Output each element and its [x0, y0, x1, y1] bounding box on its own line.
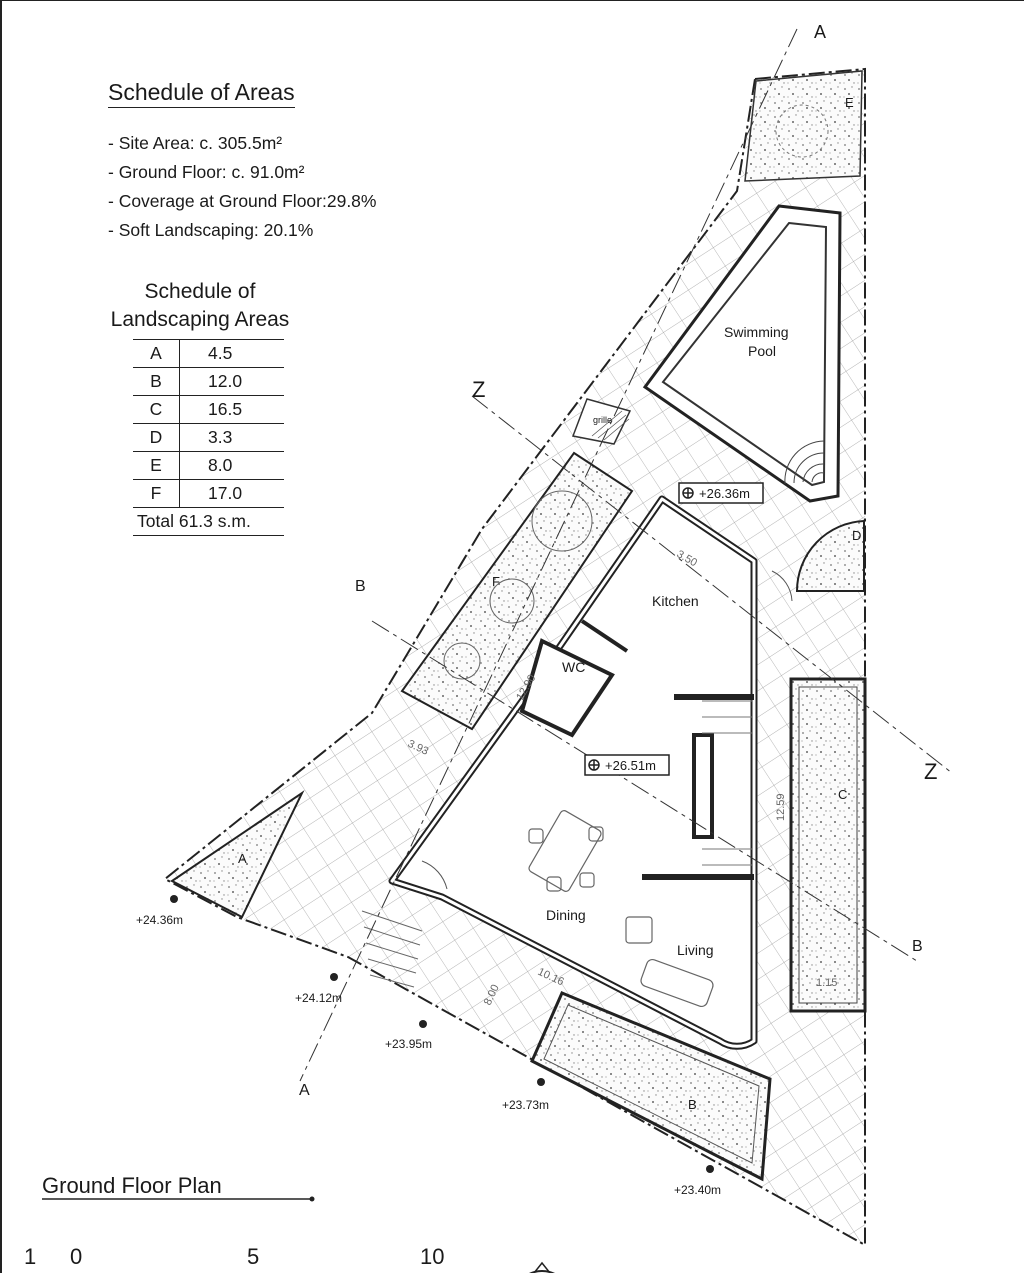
house-walls [299, 28, 953, 1082]
schedule-item: - Site Area: c. 305.5m² [108, 133, 283, 153]
section-label-a-bottom: A [299, 1082, 310, 1099]
garden-b [530, 991, 772, 1182]
level-marker-icon [330, 973, 338, 981]
landscaping-value: 12.0 [179, 367, 284, 396]
level-kitchen: +26.36m [699, 486, 750, 501]
level-l3: +23.95m [385, 1037, 432, 1051]
landscaping-value: 8.0 [179, 451, 284, 480]
grille [571, 398, 632, 445]
section-label-b-right: B [912, 938, 923, 955]
dining-table [528, 810, 604, 892]
level-marker-icon [682, 487, 694, 499]
grille-label: grille [593, 415, 612, 425]
garden-e [744, 70, 863, 182]
scale-number: 5 [247, 1244, 260, 1269]
schedule-item: - Soft Landscaping: 20.1% [108, 220, 314, 240]
landscaping-area: D [133, 423, 180, 452]
landscaping-area: A [133, 339, 180, 368]
room-label-living: Living [677, 942, 714, 958]
plan-caption: Ground Floor Plan [42, 1173, 222, 1198]
swimming-pool [642, 204, 842, 503]
schedule-of-areas-list: - Site Area: c. 305.5m² - Ground Floor: … [108, 129, 376, 245]
garden-d [795, 519, 865, 592]
landscaping-value: 17.0 [179, 479, 284, 508]
room-label-pool: Pool [748, 343, 776, 359]
dimension-text: 1.15 [816, 977, 837, 989]
level-marker-icon [170, 895, 178, 903]
section-label-b-left: B [355, 578, 366, 595]
level-marker-icon [537, 1078, 545, 1086]
total-label: Total [137, 511, 174, 531]
scale-number: 10 [420, 1244, 445, 1269]
landscaping-area: B [133, 367, 180, 396]
level-l1: +24.36m [136, 913, 183, 927]
garden-label-d: D [852, 528, 861, 543]
garden-f [400, 451, 634, 731]
table-row-total: Total 61.3 s.m. [133, 507, 284, 536]
dimension-text: 12.59 [775, 793, 787, 821]
sofa [625, 916, 714, 1008]
garden-label-e: E [845, 95, 854, 110]
landscaping-value: 3.3 [179, 423, 284, 452]
landscaping-value: 4.5 [179, 339, 284, 368]
level-l4: +23.73m [502, 1098, 549, 1112]
level-l2: +24.12m [295, 991, 342, 1005]
room-label-dining: Dining [546, 907, 586, 923]
room-label-kitchen: Kitchen [652, 593, 699, 609]
landscaping-area: E [133, 451, 180, 480]
level-marker-icon [588, 759, 600, 771]
schedule-of-areas-title: Schedule of Areas [108, 79, 295, 108]
total-value: 61.3 s.m. [178, 511, 251, 531]
level-marker-icon [419, 1020, 427, 1028]
scale-number: 1 [24, 1244, 37, 1269]
level-marker-icon [706, 1165, 714, 1173]
landscaping-area: F [133, 479, 180, 508]
room-label-swimming: Swimming [724, 324, 789, 340]
garden-label-f: F [492, 574, 500, 589]
room-label-wc: WC [562, 659, 585, 675]
level-l5: +23.40m [674, 1183, 721, 1197]
landscaping-area: C [133, 395, 180, 424]
garden-label-c: C [838, 787, 847, 802]
landscaping-value: 16.5 [179, 395, 284, 424]
section-label-z-right: Z [924, 759, 937, 784]
garden-label-a: A [238, 851, 247, 866]
landscaping-title: Schedule of Landscaping Areas [110, 280, 290, 331]
section-label-z-left: Z [472, 377, 485, 402]
level-dining: +26.51m [605, 758, 656, 773]
garden-a [170, 790, 305, 919]
north-arrow-icon [529, 1261, 555, 1273]
garden-label-b: B [688, 1097, 697, 1112]
section-label-a-top: A [814, 22, 826, 42]
schedule-item: - Coverage at Ground Floor:29.8% [108, 191, 377, 211]
schedule-item: - Ground Floor: c. 91.0m² [108, 162, 305, 182]
scale-number: 0 [70, 1244, 83, 1269]
garden-c [789, 677, 867, 1013]
